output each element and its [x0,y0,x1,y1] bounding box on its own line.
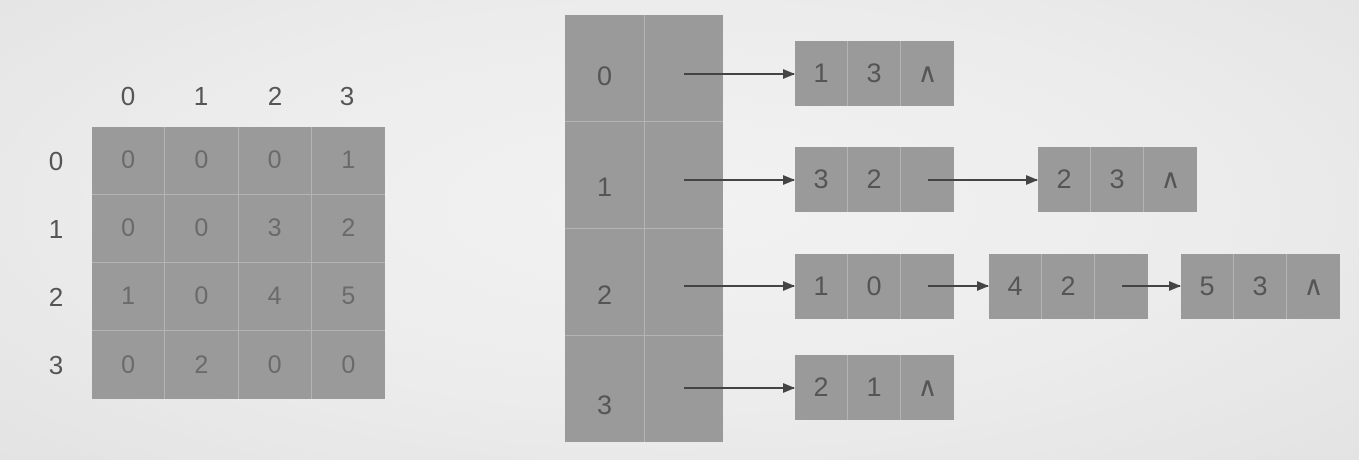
list-node: 1 3 ∧ [795,41,954,106]
node-next: ∧ [917,58,938,88]
adjacency-matrix: 0 0 0 1 0 0 3 2 1 0 4 5 0 2 0 0 [92,127,385,399]
vertex-head-label: 0 [596,61,613,91]
matrix-cell: 0 [238,127,312,195]
node-next: ∧ [917,372,938,402]
node-vertex: 2 [1038,147,1091,212]
vertex-head-label: 3 [596,390,613,420]
matrix-cell: 0 [165,195,239,263]
matrix-row-header: 1 [48,214,64,244]
matrix-cell: 2 [311,195,385,263]
matrix-cell: 0 [92,127,166,195]
matrix-cell: 5 [311,263,385,331]
node-weight: 1 [848,355,901,420]
list-node: 5 3 ∧ [1181,254,1340,319]
matrix-cell: 0 [92,195,166,263]
matrix-col-header: 3 [339,81,355,111]
node-weight: 0 [848,254,901,319]
matrix-cell: 0 [239,331,312,399]
node-weight: 2 [848,147,901,212]
matrix-cell: 4 [238,263,312,331]
matrix-cell: 3 [238,195,312,263]
list-node: 3 2 [795,147,954,212]
vertex-head-label: 1 [596,172,613,202]
matrix-cell: 0 [165,263,239,331]
matrix-col-header: 2 [267,81,283,111]
node-vertex: 1 [795,254,848,319]
list-node: 1 0 [795,254,954,319]
matrix-cell: 0 [165,127,239,195]
node-weight: 2 [1042,254,1095,319]
node-next: ∧ [1303,271,1324,301]
node-next: ∧ [1160,164,1181,194]
matrix-row-header: 3 [48,350,64,380]
matrix-cell: 1 [311,127,385,195]
vertex-head-label: 2 [596,280,613,310]
matrix-row-header: 2 [48,282,64,312]
list-node: 2 1 ∧ [795,355,954,420]
node-weight: 3 [1091,147,1144,212]
list-node: 4 2 [989,254,1148,319]
head-divider [644,15,645,442]
node-vertex: 3 [795,147,848,212]
node-weight: 3 [1234,254,1287,319]
matrix-cell: 1 [92,263,166,331]
matrix-cell: 0 [341,350,356,379]
matrix-row-header: 0 [48,146,64,176]
node-weight: 3 [848,41,901,106]
matrix-cell: 2 [165,331,239,399]
matrix-col-header: 0 [120,81,136,111]
node-vertex: 2 [795,355,848,420]
node-vertex: 5 [1181,254,1234,319]
matrix-cell: 0 [92,331,166,399]
vertex-head-table: 0 1 2 3 [565,15,723,442]
list-node: 2 3 ∧ [1038,147,1197,212]
node-vertex: 4 [989,254,1042,319]
matrix-col-header: 1 [193,81,209,111]
node-vertex: 1 [795,41,848,106]
